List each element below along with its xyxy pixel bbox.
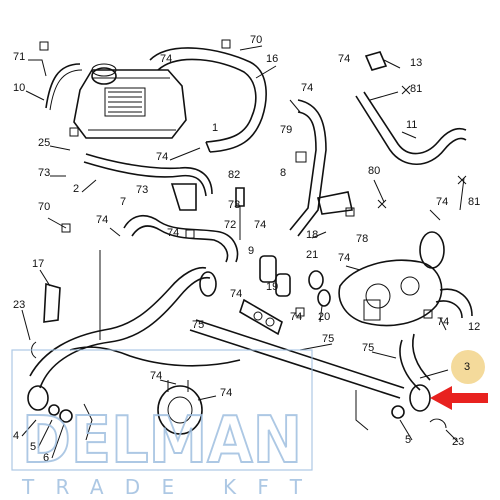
callout-label: 12 xyxy=(468,321,480,333)
callout-label: 73 xyxy=(136,184,148,196)
hose-2 xyxy=(83,161,207,197)
callout-label: 74 xyxy=(230,288,242,300)
callout-label: 73 xyxy=(38,167,50,179)
callout-label: 73 xyxy=(228,199,240,211)
callout-label: 70 xyxy=(250,34,262,46)
callout-label: 74 xyxy=(301,82,313,94)
cap-13 xyxy=(364,51,388,71)
callout-label: 5 xyxy=(30,441,36,453)
callout-label: 74 xyxy=(96,214,108,226)
callout-labels: 71 10 25 73 2 70 74 7 17 23 70 16 74 1 74 74 79 73 82 73 72 7… xyxy=(13,34,480,464)
t-connector xyxy=(239,298,283,336)
square-marker xyxy=(39,41,49,51)
upper-radiator-hose-1 xyxy=(149,47,267,153)
highlight-circle xyxy=(451,350,485,384)
callout-label: 2 xyxy=(73,183,79,195)
callout-label: 16 xyxy=(266,53,278,65)
hose-10 xyxy=(45,63,81,109)
callout-label: 74 xyxy=(220,387,232,399)
hose-7 xyxy=(123,215,239,263)
callout-label: 81 xyxy=(410,83,422,95)
callout-label: 74 xyxy=(150,370,162,382)
callout-label: 8 xyxy=(280,167,286,179)
callout-label: 74 xyxy=(167,227,179,239)
callout-label: 80 xyxy=(368,165,380,177)
part-20 xyxy=(317,289,331,307)
callout-label: 23 xyxy=(452,436,464,448)
callout-label: 72 xyxy=(224,219,236,231)
callout-label: 79 xyxy=(280,124,292,136)
callout-label: 20 xyxy=(318,311,330,323)
thermostat-housing xyxy=(338,231,445,327)
callout-label: 7 xyxy=(120,196,126,208)
part-21 xyxy=(308,270,324,290)
callout-label: 74 xyxy=(437,316,449,328)
callout-label: 81 xyxy=(468,196,480,208)
callout-label: 5 xyxy=(405,434,411,446)
callout-label: 70 xyxy=(38,201,50,213)
watermark-brand: DELMAN xyxy=(22,404,302,478)
callout-label: 75 xyxy=(322,333,334,345)
watermark-frame xyxy=(11,349,313,471)
callout-label: 11 xyxy=(406,119,417,131)
callout-label: 23 xyxy=(13,299,25,311)
red-arrow xyxy=(430,386,488,410)
callout-label: 74 xyxy=(160,53,172,65)
lower-hose-75 xyxy=(27,266,217,411)
callout-label: 13 xyxy=(410,57,422,69)
callout-label: 75 xyxy=(362,342,374,354)
callout-label: 74 xyxy=(254,219,266,231)
part-19 xyxy=(275,273,291,297)
callout-label: 10 xyxy=(13,82,25,94)
pipe-8 xyxy=(297,99,327,237)
callout-label: 25 xyxy=(38,137,50,149)
bracket-17 xyxy=(43,282,61,323)
hose-12 xyxy=(439,288,473,317)
callout-label: 9 xyxy=(248,245,254,257)
callout-label: 75 xyxy=(192,319,204,331)
callout-label: 17 xyxy=(32,258,44,270)
callout-label: 3 xyxy=(464,361,470,373)
callout-label: 78 xyxy=(356,233,368,245)
callout-label: 4 xyxy=(13,430,19,442)
callout-label: 74 xyxy=(436,196,448,208)
callout-label: 6 xyxy=(43,452,49,464)
bracket-18 xyxy=(317,191,353,215)
part-9 xyxy=(259,255,277,283)
coolant-reservoir xyxy=(73,63,187,139)
transmission-cooler-pipe xyxy=(189,329,401,399)
callout-label: 74 xyxy=(338,252,350,264)
hose-75-right xyxy=(399,339,421,391)
oil-cooler xyxy=(157,380,203,435)
callout-label: 74 xyxy=(156,151,168,163)
heater-hose-11 xyxy=(355,91,467,165)
callout-label: 18 xyxy=(306,229,318,241)
callout-label: 74 xyxy=(290,311,302,323)
callout-label: 1 xyxy=(212,122,218,134)
callout-label: 19 xyxy=(266,281,278,293)
bracket-73 xyxy=(170,183,197,211)
callout-label: 74 xyxy=(338,53,350,65)
callout-label: 21 xyxy=(306,249,318,261)
callout-label: 82 xyxy=(228,169,240,181)
callout-label: 71 xyxy=(13,51,25,63)
watermark-tagline: TRADE KFT xyxy=(21,475,303,499)
